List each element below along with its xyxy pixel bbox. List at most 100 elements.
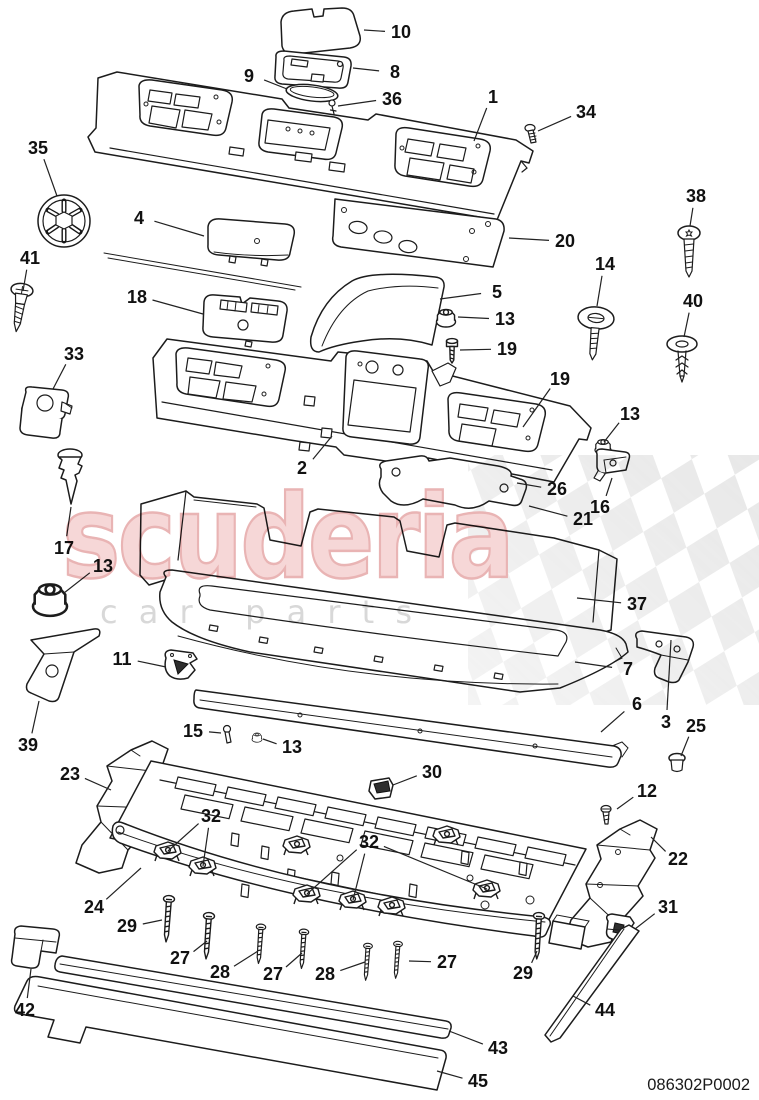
part-34-drawing	[524, 123, 537, 144]
part-18-drawing	[202, 294, 288, 348]
callout-label-25: 25	[686, 716, 706, 736]
callout-label-44: 44	[595, 1000, 615, 1020]
callout-label-33: 33	[64, 344, 84, 364]
checkered-flag-watermark	[468, 455, 759, 705]
part-6-drawing	[193, 689, 629, 768]
part-27-screw-c	[390, 940, 404, 980]
part-38-drawing	[677, 225, 701, 278]
leader-line-27	[193, 940, 208, 953]
callout-label-38: 38	[686, 186, 706, 206]
part-4-drawing	[207, 218, 296, 267]
callout-label-20: 20	[555, 231, 575, 251]
leader-line-29	[531, 950, 538, 964]
leader-line-12	[616, 796, 634, 810]
leader-line-28	[340, 961, 366, 972]
part-28-screw-b	[360, 942, 374, 982]
leader-line-45	[436, 1070, 463, 1079]
leader-line-14	[596, 275, 603, 307]
part-17-drawing	[57, 448, 83, 505]
callout-label-41: 41	[20, 248, 40, 268]
leader-line-23	[84, 777, 112, 791]
part-44-drawing	[544, 914, 640, 1043]
part-33-drawing	[19, 386, 73, 439]
part-29-screw-a	[159, 894, 176, 943]
leader-line-29	[142, 919, 163, 925]
callout-label-8: 8	[390, 62, 400, 82]
watermark-brand-text: scuderia	[62, 471, 512, 605]
callout-label-29: 29	[117, 916, 137, 936]
leader-line-5	[439, 292, 482, 300]
callout-label-9: 9	[244, 66, 254, 86]
callout-label-36: 36	[382, 89, 402, 109]
leader-line-28	[233, 950, 259, 967]
callout-label-32: 32	[359, 832, 379, 852]
part-28-screw-a	[253, 923, 267, 965]
callout-label-23: 23	[60, 764, 80, 784]
part-2-drawing	[152, 338, 592, 483]
callout-label-3: 3	[661, 712, 671, 732]
part-13-nut-d	[251, 732, 263, 743]
leader-line-13	[262, 738, 277, 745]
watermark-layer: scuderia car parts	[61, 455, 759, 705]
leader-line-25	[680, 736, 690, 757]
leader-line-44	[572, 995, 591, 1006]
callout-label-19: 19	[497, 339, 517, 359]
leader-line-41	[22, 269, 28, 292]
part-27-screw-b	[296, 928, 310, 970]
part-43-drawing	[54, 955, 452, 1039]
leader-line-20	[508, 237, 550, 241]
leader-line-6	[600, 710, 625, 733]
callout-label-29: 29	[513, 963, 533, 983]
leader-line-11	[137, 660, 167, 668]
part-5-drawing	[309, 273, 445, 353]
callout-label-11: 11	[112, 649, 131, 669]
part-11-drawing	[164, 649, 198, 680]
callout-label-31: 31	[658, 897, 678, 917]
leader-line-9	[263, 79, 288, 90]
leader-line-2	[312, 435, 333, 460]
part-27-screw-a	[199, 911, 216, 960]
callout-label-45: 45	[468, 1071, 488, 1091]
leader-line-32	[167, 823, 200, 852]
callout-label-28: 28	[210, 962, 230, 982]
drawing-part-number: 086302P0002	[647, 1076, 750, 1094]
callout-label-12: 12	[637, 781, 657, 801]
callout-label-14: 14	[595, 254, 615, 274]
callout-label-5: 5	[492, 282, 502, 302]
callout-label-2: 2	[297, 458, 307, 478]
callout-label-30: 30	[422, 762, 442, 782]
leader-line-4	[154, 220, 205, 237]
callout-label-13: 13	[495, 309, 515, 329]
part-19-bolt-a	[445, 337, 459, 364]
leader-line-18	[152, 299, 204, 315]
leader-line-32	[306, 849, 358, 895]
diagram-line-art	[10, 7, 701, 1091]
leader-line-35	[43, 158, 58, 197]
callout-label-27: 27	[437, 952, 457, 972]
leader-line-34	[537, 115, 572, 132]
part-41-drawing	[10, 282, 34, 333]
callout-label-19: 19	[550, 369, 570, 389]
callout-label-39: 39	[18, 735, 38, 755]
callout-label-15: 15	[183, 721, 203, 741]
callout-label-22: 22	[668, 849, 688, 869]
leader-line-33	[52, 364, 67, 390]
leader-line-38	[689, 207, 694, 227]
callout-label-42: 42	[15, 1000, 35, 1020]
leader-line-13	[457, 316, 490, 320]
leader-line-13	[603, 422, 620, 443]
leader-line-1	[473, 107, 488, 142]
leader-line-17	[66, 506, 72, 537]
callout-label-17: 17	[54, 538, 74, 558]
leader-line-32	[383, 845, 488, 890]
callout-label-10: 10	[391, 22, 411, 42]
leader-line-36	[337, 99, 377, 107]
leader-line-24	[105, 867, 142, 900]
callout-label-27: 27	[263, 964, 283, 984]
callout-label-13: 13	[282, 737, 302, 757]
part-13-nut-a	[435, 308, 457, 328]
part-14-drawing	[577, 306, 615, 361]
watermark-tagline-text: car parts	[100, 593, 412, 631]
part-25-drawing	[668, 752, 686, 773]
